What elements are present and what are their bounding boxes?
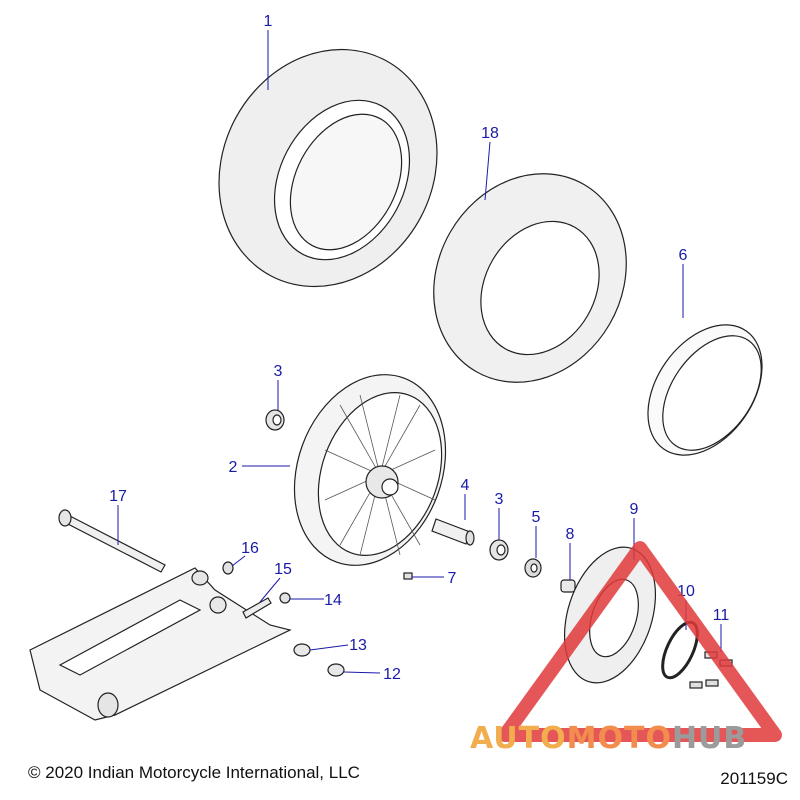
- callout-3-left: 3: [274, 363, 283, 380]
- callout-17: 17: [109, 488, 127, 505]
- callout-4: 4: [461, 477, 470, 494]
- callout-2: 2: [229, 459, 238, 476]
- callout-9: 9: [630, 501, 639, 518]
- rear-tire: [218, 48, 438, 288]
- brake-disc: [563, 546, 657, 684]
- copyright-notice: © 2020 Indian Motorcycle International, …: [28, 763, 360, 782]
- callout-12: 12: [383, 666, 401, 683]
- tire-tube: [433, 173, 627, 383]
- automotohub-watermark: AUTOMOTOHUB: [470, 541, 782, 756]
- diagram-code: 201159C: [720, 769, 788, 788]
- swingarm: [29, 567, 292, 721]
- callout-16: 16: [241, 540, 259, 557]
- spoked-wheel: [293, 374, 447, 566]
- callout-1: 1: [264, 13, 273, 30]
- axle-adjuster-hardware: [209, 561, 413, 677]
- watermark-triangle-icon: [498, 541, 782, 742]
- callout-15: 15: [274, 561, 292, 578]
- callout-8: 8: [566, 526, 575, 543]
- rear-axle: [58, 509, 166, 573]
- axle-spacer: [431, 518, 475, 546]
- callout-11: 11: [713, 607, 730, 624]
- callout-7: 7: [448, 570, 457, 587]
- watermark-brand-moto: MOTO: [567, 721, 672, 756]
- rim-band: [647, 324, 763, 456]
- wheel-bearing-right: [489, 539, 509, 561]
- wheel-spacer: [560, 579, 576, 593]
- watermark-brand-hub: HUB: [672, 721, 747, 756]
- wheel-seal: [524, 558, 542, 578]
- callout-6: 6: [679, 247, 688, 264]
- callout-13: 13: [349, 637, 367, 654]
- callout-14: 14: [324, 592, 342, 609]
- callout-3-right: 3: [495, 491, 504, 508]
- watermark-brand-auto: AUTO: [470, 721, 567, 756]
- callout-18: 18: [481, 125, 499, 142]
- svg-text:AUTOMOTOHUB: AUTOMOTOHUB: [470, 721, 747, 756]
- callout-5: 5: [532, 509, 541, 526]
- wheel-bearing-left: [265, 409, 285, 431]
